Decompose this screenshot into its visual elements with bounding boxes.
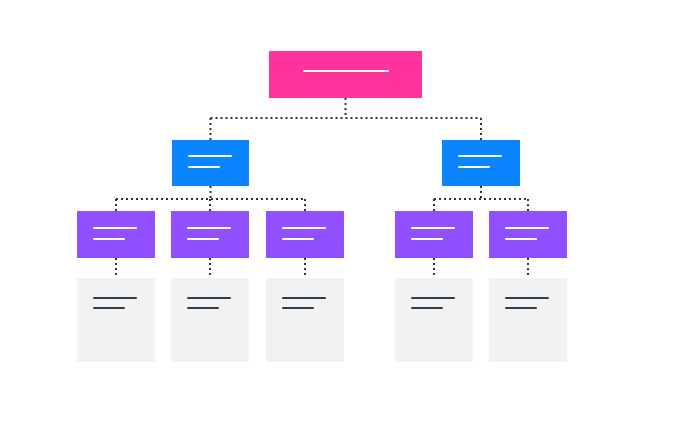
placeholder-text-line [411, 238, 443, 240]
team-node-1-1 [77, 211, 155, 258]
placeholder-text-line [93, 307, 125, 309]
placeholder-text-line [411, 297, 455, 299]
placeholder-text-line [282, 238, 314, 240]
placeholder-text-line [187, 307, 219, 309]
placeholder-text-line [505, 238, 537, 240]
member-card-1-1 [77, 278, 155, 362]
member-card-1-2 [171, 278, 249, 362]
placeholder-text-line [187, 297, 231, 299]
member-card-2-1 [395, 278, 473, 362]
placeholder-text-line [458, 166, 490, 168]
placeholder-text-line [188, 166, 220, 168]
placeholder-text-line [505, 297, 549, 299]
team-node-2-1 [395, 211, 473, 258]
placeholder-text-line [93, 297, 137, 299]
placeholder-text-line [282, 307, 314, 309]
root-node [269, 51, 422, 98]
placeholder-text-line [505, 307, 537, 309]
placeholder-text-line [187, 238, 219, 240]
placeholder-text-line [303, 70, 389, 72]
placeholder-text-line [93, 238, 125, 240]
placeholder-text-line [187, 227, 231, 229]
placeholder-text-line [282, 227, 326, 229]
placeholder-text-line [411, 307, 443, 309]
team-node-1-3 [266, 211, 344, 258]
department-node-1 [172, 140, 249, 186]
team-node-1-2 [171, 211, 249, 258]
department-node-2 [442, 140, 520, 186]
team-node-2-2 [489, 211, 567, 258]
placeholder-text-line [188, 155, 232, 157]
placeholder-text-line [93, 227, 137, 229]
placeholder-text-line [458, 155, 502, 157]
member-card-2-2 [489, 278, 567, 362]
placeholder-text-line [282, 297, 326, 299]
placeholder-text-line [411, 227, 455, 229]
placeholder-text-line [505, 227, 549, 229]
member-card-1-3 [266, 278, 344, 362]
